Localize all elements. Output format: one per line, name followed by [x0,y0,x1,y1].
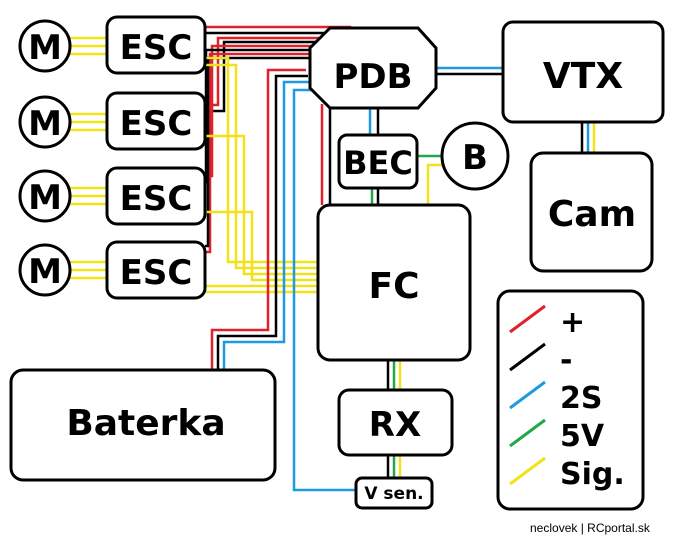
motor-4: M [18,243,72,297]
pdb-vtx-wires [436,66,503,76]
legend-swatch-0 [509,304,546,334]
esc-3-label: ESC [120,179,193,219]
vtx-cam-wires [580,122,596,153]
esc-4-label: ESC [120,253,193,293]
esc4-power [205,52,314,254]
vsen-2s-wire [292,88,358,492]
esc3-power [204,44,320,184]
motor-4-label: M [28,252,62,292]
fc-label: FC [368,266,419,307]
legend-label-3: 5V [560,419,605,454]
vtx-box: VTX [501,20,665,124]
b-circle: B [440,121,510,191]
vsen-box: V sen. [354,476,434,510]
motor-1: M [18,19,72,73]
rx-box: RX [337,388,454,457]
esc-1: ESC [105,15,207,75]
rx-vsen-wires [386,455,402,478]
legend-swatch-2 [509,380,546,410]
bec-box: BEC [337,133,419,190]
battery-leads [210,68,310,370]
esc-2-label: ESC [120,104,193,144]
cam-box: Cam [529,151,654,273]
escs: ESC ESC ESC ESC [105,15,207,300]
motor-2-label: M [28,104,62,144]
esc-1-label: ESC [120,28,193,68]
battery-label: Baterka [66,403,225,444]
fc-rx-wires [386,360,402,390]
esc-4: ESC [105,240,207,300]
bec-fc-wires [370,188,380,205]
legend-label-2: 2S [560,381,602,416]
motor-1-label: M [28,28,62,68]
esc-signal-wires [205,56,318,294]
esc-2: ESC [105,91,207,151]
legend-label-1: - [560,343,572,378]
pdb-label: PDB [333,57,412,97]
motor-3: M [18,169,72,223]
credit-text: neclovek | RCportal.sk [530,521,651,535]
legend-swatch-4 [509,456,546,486]
fc-box: FC [316,203,472,362]
pdb-box: PDB [308,26,438,110]
motor-esc-wires [70,36,107,280]
motor-2: M [18,95,72,149]
legend-label-4: Sig. [560,457,625,492]
pdb-fc-power [320,104,332,205]
motor-3-label: M [28,178,62,218]
legend-swatch-3 [509,418,546,448]
cam-label: Cam [548,194,636,235]
esc-3: ESC [105,166,207,226]
motors: M M M M [18,19,72,297]
legend-label-0: + [560,305,585,340]
vtx-label: VTX [543,56,623,97]
pdb-bec-wires [368,108,380,135]
battery-box: Baterka [9,368,277,482]
vsen-label: V sen. [364,484,423,504]
legend-swatch-1 [509,342,546,372]
rx-label: RX [369,405,421,445]
b-label: B [462,138,488,178]
fc-b-signal [426,163,442,205]
bec-label: BEC [343,144,413,182]
